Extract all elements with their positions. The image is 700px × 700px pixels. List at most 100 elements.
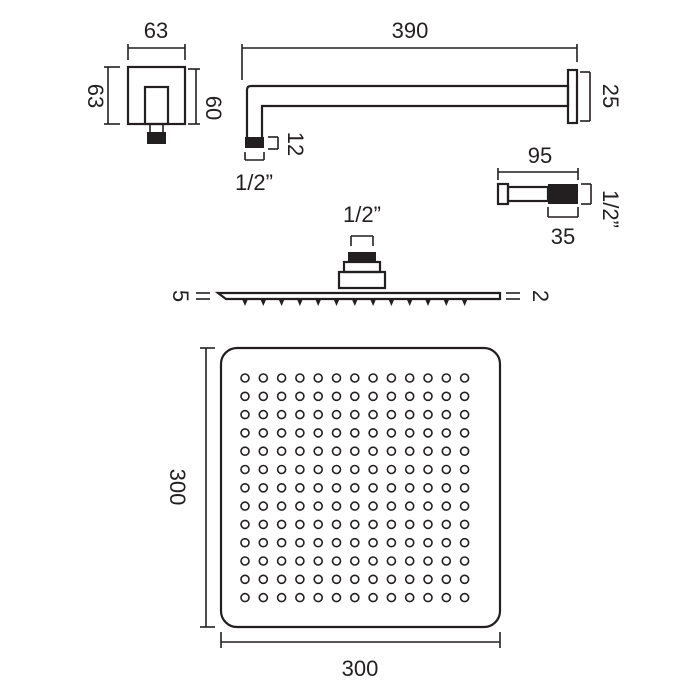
nozzle — [459, 556, 470, 566]
nozzle — [331, 574, 342, 585]
nozzle — [276, 446, 287, 457]
nozzle — [276, 592, 287, 603]
nozzle — [331, 464, 342, 475]
side-nozzle — [296, 299, 303, 306]
nozzle — [349, 574, 360, 585]
nozzle — [349, 409, 360, 420]
nozzle — [368, 482, 378, 493]
nozzle — [240, 373, 250, 383]
nozzle — [240, 391, 250, 402]
nozzle — [313, 373, 324, 383]
side-nozzle — [388, 299, 395, 306]
nozzle — [386, 428, 397, 438]
nozzle — [276, 519, 287, 530]
nozzle — [258, 428, 269, 438]
side-nozzle — [461, 299, 468, 306]
nozzle — [441, 482, 452, 493]
nozzle — [295, 482, 305, 493]
nozzle — [423, 482, 433, 493]
nozzle — [459, 592, 470, 603]
nozzle — [258, 409, 269, 420]
shower-head-side-view: 1/2” 5 2 — [168, 202, 553, 306]
nozzle — [331, 556, 342, 566]
arm-thread-length-label: 12 — [283, 132, 308, 156]
nozzle — [276, 373, 287, 383]
nozzle — [423, 391, 433, 402]
nozzle — [459, 482, 470, 493]
nozzle — [295, 428, 305, 438]
nozzle — [331, 391, 342, 402]
head-outer-thickness-label: 2 — [528, 290, 553, 302]
nozzle — [459, 464, 470, 475]
nipple-length-label: 95 — [528, 143, 552, 168]
nozzle — [423, 409, 433, 420]
nozzle — [240, 446, 250, 457]
nozzle — [386, 446, 397, 457]
side-nozzle — [278, 299, 285, 306]
nozzle — [276, 428, 287, 438]
nozzle — [386, 556, 397, 566]
arm-thread-size-label: 1/2” — [235, 170, 273, 195]
nozzle — [276, 409, 287, 420]
bracket-height-outer-label: 63 — [83, 84, 108, 108]
nozzle — [349, 391, 360, 402]
bracket-width-label: 63 — [144, 18, 168, 43]
nozzle — [404, 373, 415, 383]
nozzle — [386, 373, 397, 383]
nozzle — [276, 391, 287, 402]
nozzle — [386, 409, 397, 420]
nipple-body-label: 35 — [551, 224, 575, 249]
nipple-nut — [496, 182, 510, 206]
nozzle — [349, 373, 360, 383]
nozzle — [441, 464, 452, 475]
nozzle — [313, 592, 324, 603]
head-face — [219, 346, 502, 629]
nozzle — [404, 537, 415, 548]
side-nozzle — [425, 299, 431, 306]
nozzle — [313, 409, 324, 420]
nozzle — [423, 574, 433, 585]
nozzle — [258, 519, 269, 530]
nozzle — [331, 409, 342, 420]
nozzle — [240, 519, 250, 530]
nozzle — [349, 537, 360, 548]
nozzle — [240, 556, 250, 566]
nozzle — [349, 519, 360, 530]
nozzle — [368, 574, 378, 585]
nozzle — [459, 391, 470, 402]
nozzle — [313, 482, 324, 493]
head-edge-thickness-label: 5 — [168, 290, 193, 302]
nozzle — [404, 428, 415, 438]
nozzle — [240, 574, 250, 585]
nozzle — [313, 464, 324, 475]
nozzle — [404, 482, 415, 493]
nozzle — [459, 519, 470, 530]
head-inlet-thread — [348, 252, 376, 262]
nozzle — [368, 592, 378, 603]
nozzle — [423, 592, 433, 603]
nozzle — [386, 537, 397, 548]
nozzle — [368, 519, 378, 530]
head-nozzles-side — [242, 299, 468, 306]
side-nozzle — [242, 299, 248, 306]
nipple-thread — [548, 184, 578, 204]
nozzle — [423, 556, 433, 566]
nozzle — [404, 592, 415, 603]
nozzle — [459, 428, 470, 438]
nozzle — [441, 501, 452, 511]
nozzle — [386, 592, 397, 603]
nozzle — [240, 501, 250, 511]
head-depth-label: 300 — [165, 469, 190, 506]
nozzle — [313, 556, 324, 566]
nozzle — [295, 574, 305, 585]
bracket-height-inner-label: 60 — [201, 96, 226, 120]
head-swivel-body — [337, 270, 387, 290]
nozzle — [404, 501, 415, 511]
arm-flange-label: 25 — [598, 84, 623, 108]
side-nozzle — [406, 299, 413, 306]
nozzle — [459, 373, 470, 383]
nozzle — [258, 556, 269, 566]
nozzle — [459, 446, 470, 457]
nozzle — [258, 592, 269, 603]
nozzle — [331, 501, 342, 511]
